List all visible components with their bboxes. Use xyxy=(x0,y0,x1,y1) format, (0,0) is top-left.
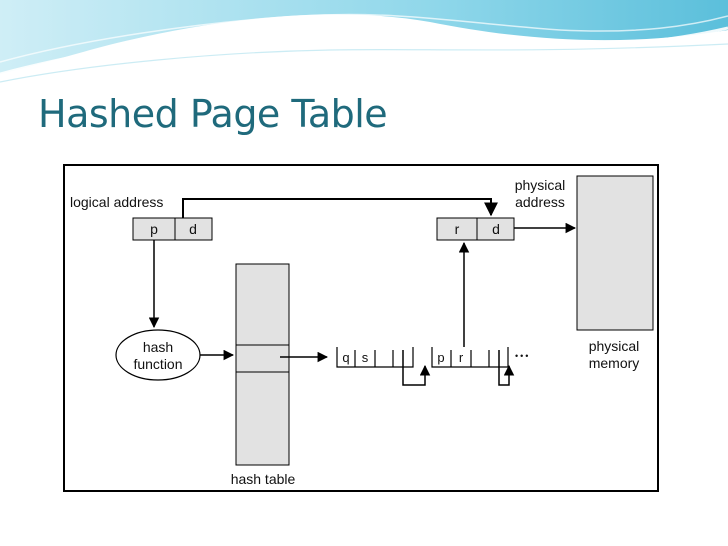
chain-node-2-value: r xyxy=(459,350,464,365)
hash-function-label-line2: function xyxy=(133,356,182,372)
physical-d-text: d xyxy=(492,221,500,237)
logical-p-text: p xyxy=(150,221,158,237)
header-wave-decoration xyxy=(0,0,728,83)
chain-node-1-frame xyxy=(336,347,414,368)
physical-address-d-cell xyxy=(476,217,515,241)
chain-node-1-value: s xyxy=(362,350,369,365)
hash-function-ellipse xyxy=(115,329,201,381)
logical-address-label: logical address xyxy=(70,194,163,210)
physical-address-label-line1: physical xyxy=(515,177,566,193)
chain-ellipsis: ••• xyxy=(515,351,530,361)
logical-d-text: d xyxy=(189,221,197,237)
hash-table-label: hash table xyxy=(231,471,296,487)
chain-node-1-key: q xyxy=(342,350,349,365)
chain-node-2-frame xyxy=(431,347,509,368)
chain-link-2-arrow xyxy=(498,350,515,386)
physical-memory-label-line1: physical xyxy=(589,338,640,354)
hash-function-label-line1: hash xyxy=(143,339,173,355)
chain-link-1-arrow xyxy=(402,350,431,386)
chain-node-2-key: p xyxy=(437,350,444,365)
physical-address-label-line2: address xyxy=(515,194,565,210)
slide-title: Hashed Page Table xyxy=(38,92,388,136)
physical-memory-label-line2: memory xyxy=(589,355,640,371)
physical-r-text: r xyxy=(455,221,460,237)
offset-route-arrow xyxy=(182,198,498,218)
physical-memory-block xyxy=(576,175,654,331)
logical-address-d-cell xyxy=(174,217,213,241)
hash-table-entry xyxy=(235,344,290,373)
